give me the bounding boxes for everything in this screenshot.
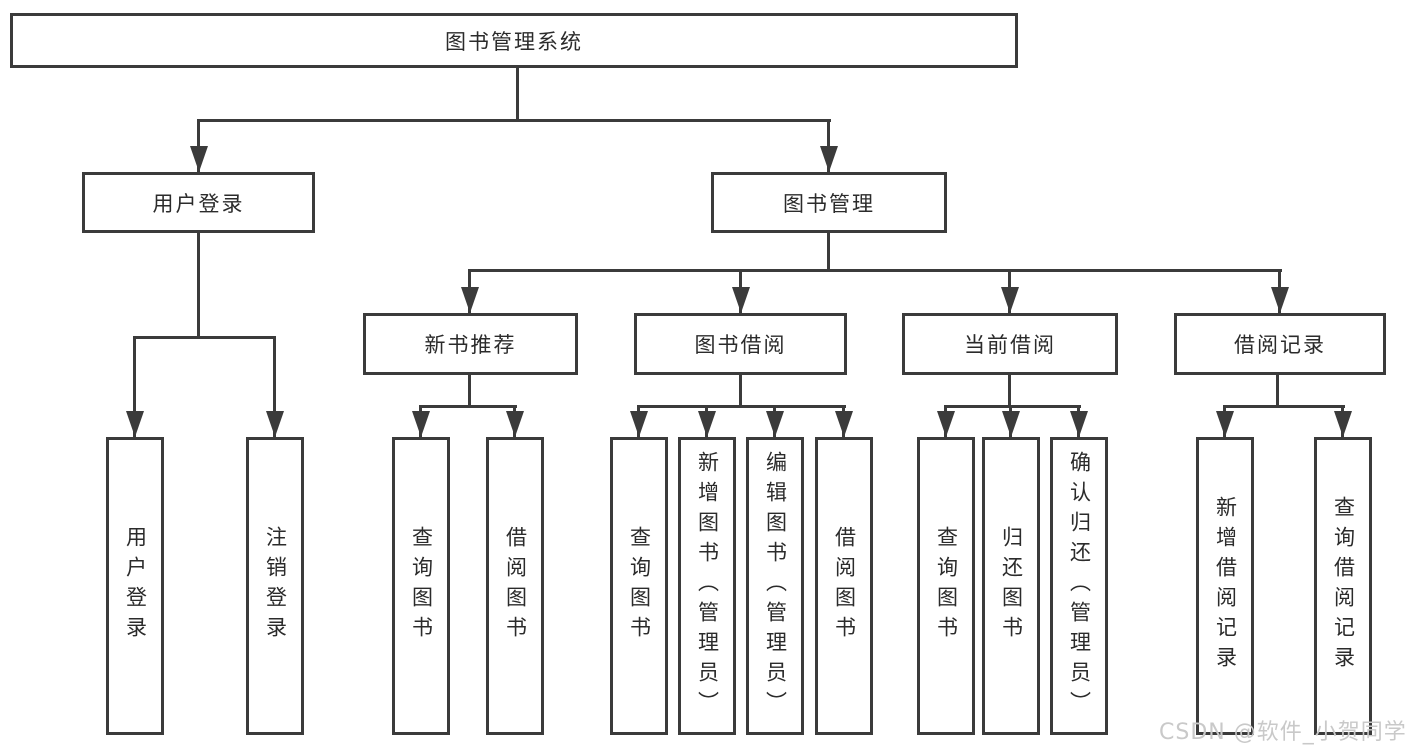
leaf-add-book: 新增图书（管理员） — [678, 437, 736, 735]
connector-to-leaf-logout — [273, 336, 276, 437]
connector-user-login-stem — [197, 232, 200, 339]
connector-current-borrow-bus — [944, 405, 1081, 408]
arrowhead-leaf-query-book-2 — [630, 411, 648, 437]
leaf-borrow-book-1: 借阅图书 — [486, 437, 544, 735]
leaf-borrow-book-2: 借阅图书 — [815, 437, 873, 735]
node-user-login: 用户登录 — [82, 172, 315, 233]
arrowhead-leaf-query-book-3 — [937, 411, 955, 437]
connector-current-borrow-stem — [1008, 375, 1011, 408]
arrowhead-book-borrow — [732, 287, 750, 313]
connector-new-book-rec-bus — [419, 405, 517, 408]
node-book-borrow: 图书借阅 — [634, 313, 847, 375]
node-new-book-rec: 新书推荐 — [363, 313, 578, 375]
arrowhead-leaf-user-login — [126, 411, 144, 437]
connector-root-bus — [197, 119, 831, 122]
arrowhead-user-login — [190, 146, 208, 172]
arrowhead-borrow-records — [1271, 287, 1289, 313]
connector-to-leaf-user-login — [133, 336, 136, 437]
connector-book-mgmt-stem — [827, 232, 830, 272]
arrowhead-current-borrow — [1001, 287, 1019, 313]
node-book-mgmt: 图书管理 — [711, 172, 947, 233]
arrowhead-leaf-logout — [266, 411, 284, 437]
arrowhead-leaf-add-book — [698, 411, 716, 437]
connector-borrow-records-bus — [1223, 405, 1345, 408]
leaf-query-book-2: 查询图书 — [610, 437, 668, 735]
connector-book-mgmt-bus — [468, 269, 1282, 272]
leaf-query-book-1: 查询图书 — [392, 437, 450, 735]
arrowhead-leaf-add-record — [1216, 411, 1234, 437]
arrowhead-new-book-rec — [461, 287, 479, 313]
leaf-logout: 注销登录 — [246, 437, 304, 735]
leaf-add-record: 新增借阅记录 — [1196, 437, 1254, 735]
connector-book-borrow-bus — [637, 405, 846, 408]
arrowhead-leaf-confirm-return — [1070, 411, 1088, 437]
node-root: 图书管理系统 — [10, 13, 1018, 68]
connector-to-user-login — [197, 119, 200, 172]
node-borrow-records: 借阅记录 — [1174, 313, 1386, 375]
connector-new-book-rec-stem — [468, 375, 471, 408]
arrowhead-book-mgmt — [820, 146, 838, 172]
leaf-edit-book: 编辑图书（管理员） — [746, 437, 804, 735]
arrowhead-leaf-edit-book — [766, 411, 784, 437]
connector-borrow-records-stem — [1276, 375, 1279, 408]
connector-root-stem — [516, 67, 519, 120]
leaf-confirm-return: 确认归还（管理员） — [1050, 437, 1108, 735]
arrowhead-leaf-borrow-book-2 — [835, 411, 853, 437]
leaf-return-book: 归还图书 — [982, 437, 1040, 735]
node-current-borrow: 当前借阅 — [902, 313, 1118, 375]
arrowhead-leaf-query-book-1 — [412, 411, 430, 437]
connector-to-book-mgmt — [827, 119, 830, 172]
leaf-query-book-3: 查询图书 — [917, 437, 975, 735]
leaf-query-record: 查询借阅记录 — [1314, 437, 1372, 735]
connector-user-login-bus — [133, 336, 276, 339]
arrowhead-leaf-return-book — [1002, 411, 1020, 437]
arrowhead-leaf-borrow-book-1 — [506, 411, 524, 437]
leaf-user-login: 用户登录 — [106, 437, 164, 735]
csdn-watermark: CSDN @软件_小贺同学 — [1159, 720, 1405, 745]
arrowhead-leaf-query-record — [1334, 411, 1352, 437]
connector-book-borrow-stem — [739, 375, 742, 408]
